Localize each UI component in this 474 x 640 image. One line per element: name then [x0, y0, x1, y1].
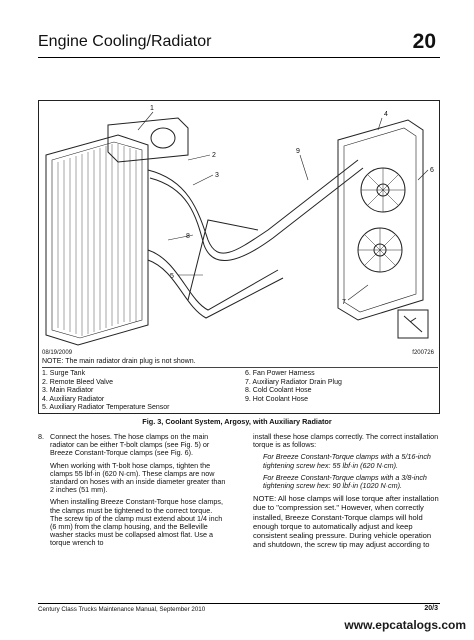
figure-frame: [38, 100, 440, 414]
callout-2: 2: [212, 152, 216, 159]
callout-5: 5: [170, 273, 174, 280]
body-column-left: 8. Connect the hoses. The hose clamps on…: [38, 432, 226, 552]
torque-spec-2: For Breeze Constant-Torque clamps with a…: [263, 472, 427, 491]
legend-item: 4. Auxiliary Radiator: [42, 395, 105, 403]
watermark: www.epcatalogs.com: [344, 618, 466, 632]
page-title: Engine Cooling/Radiator: [38, 33, 212, 50]
callout-4: 4: [384, 111, 388, 118]
footer-rule: [38, 603, 440, 604]
callout-9: 9: [296, 148, 300, 155]
figure-id: f200726: [412, 350, 434, 356]
legend-item: 3. Main Radiator: [42, 387, 94, 395]
legend-rule: [42, 367, 438, 368]
legend-item: 6. Fan Power Harness: [245, 370, 315, 377]
legend-right: 6. Fan Power Harness 7. Auxiliary Radiat…: [245, 370, 342, 404]
coolant-system-diagram: 1 2 3 4 5 6 7 8 9: [45, 105, 434, 346]
legend-item: 1. Surge Tank: [42, 370, 86, 377]
legend-item: 2. Remote Bleed Valve: [42, 378, 114, 386]
callout-8: 8: [186, 233, 190, 240]
legend-left: 1. Surge Tank 2. Remote Bleed Valve 3. M…: [42, 370, 170, 413]
paragraph: Connect the hoses. The hose clamps on th…: [50, 432, 210, 458]
legend-item: 7. Auxiliary Radiator Drain Plug: [245, 378, 342, 386]
paragraph: install these hose clamps correctly. The…: [253, 432, 439, 450]
figure-date: 08/19/2009: [42, 350, 73, 356]
figure-note: NOTE: The main radiator drain plug is no…: [42, 358, 196, 365]
callout-6: 6: [430, 167, 434, 174]
footer-title: Century Class Trucks Maintenance Manual,…: [38, 606, 206, 613]
paragraph: When working with T-bolt hose clamps, ti…: [50, 460, 226, 495]
callout-1: 1: [150, 105, 154, 112]
section-number: 20: [412, 30, 436, 53]
callout-7: 7: [342, 299, 346, 306]
paragraph: When installing Breeze Constant-Torque h…: [50, 497, 223, 548]
legend-item: 8. Cold Coolant Hose: [245, 387, 312, 395]
figure-caption: Fig. 3, Coolant System, Argosy, with Aux…: [142, 417, 332, 426]
body-column-right: install these hose clamps correctly. The…: [253, 432, 443, 553]
legend-item: 9. Hot Coolant Hose: [245, 395, 309, 403]
callout-3: 3: [215, 172, 219, 179]
step-number: 8.: [38, 432, 44, 441]
legend-item: 5. Auxiliary Radiator Temperature Sensor: [42, 404, 170, 412]
note-paragraph: NOTE: All hose clamps will lose torque a…: [253, 494, 439, 550]
torque-spec-1: For Breeze Constant-Torque clamps with a…: [263, 452, 431, 470]
footer-page: 20/3: [424, 605, 438, 612]
header-rule: [38, 57, 440, 58]
